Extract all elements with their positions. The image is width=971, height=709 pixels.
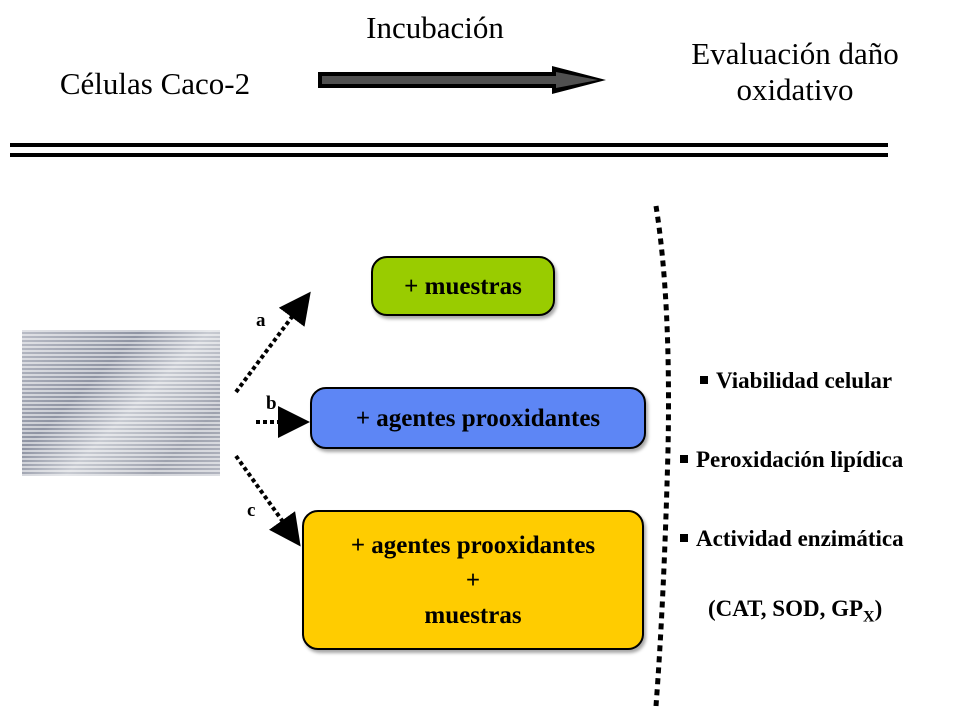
arrow-c: [234, 454, 301, 547]
box-c-line3: muestras: [424, 601, 522, 629]
evaluation-label-line2: oxidativo: [736, 71, 854, 107]
eval-item-viabilidad: Viabilidad celular: [700, 368, 892, 394]
box-c-line1: + agentes prooxidantes: [350, 531, 596, 559]
eval-enzymes-main: (CAT, SOD, GP: [708, 596, 864, 621]
box-agentes-prooxidantes: + agentes prooxidantes: [310, 387, 646, 449]
box-muestras: + muestras: [371, 256, 555, 316]
evaluation-label: Evaluación daño oxidativo: [640, 36, 950, 107]
eval-item-peroxidacion: Peroxidación lipídica: [680, 447, 903, 473]
eval-enzymes-close: ): [874, 596, 883, 621]
evaluation-label-line1: Evaluación daño: [691, 36, 899, 71]
bullet-icon: [700, 375, 708, 384]
eval-item-peroxidacion-text: Peroxidación lipídica: [696, 447, 904, 472]
incubation-label: Incubación: [366, 10, 504, 45]
incubation-arrow: [318, 66, 606, 94]
branch-letter-a: a: [256, 310, 266, 331]
caco2-cells-image: [22, 330, 220, 476]
eval-item-actividad: Actividad enzimática: [680, 526, 904, 552]
eval-enzymes: (CAT, SOD, GPX): [708, 596, 882, 627]
branch-letter-b: b: [266, 393, 277, 414]
eval-item-viabilidad-text: Viabilidad celular: [716, 368, 893, 393]
cells-label: Células Caco-2: [59, 66, 251, 101]
dotted-brace: [653, 205, 671, 707]
eval-item-actividad-text: Actividad enzimática: [696, 526, 904, 551]
eval-enzymes-subscript: X: [863, 608, 875, 626]
box-c-line2: +: [465, 566, 481, 594]
box-muestras-text: + muestras: [404, 272, 522, 300]
box-agentes-muestras: + agentes prooxidantes + muestras: [302, 510, 644, 650]
branch-letter-c: c: [247, 500, 256, 521]
bullet-icon: [680, 454, 688, 463]
bullet-icon: [680, 533, 688, 542]
arrow-a: [234, 291, 311, 394]
box-agentes-text: + agentes prooxidantes: [355, 404, 601, 432]
